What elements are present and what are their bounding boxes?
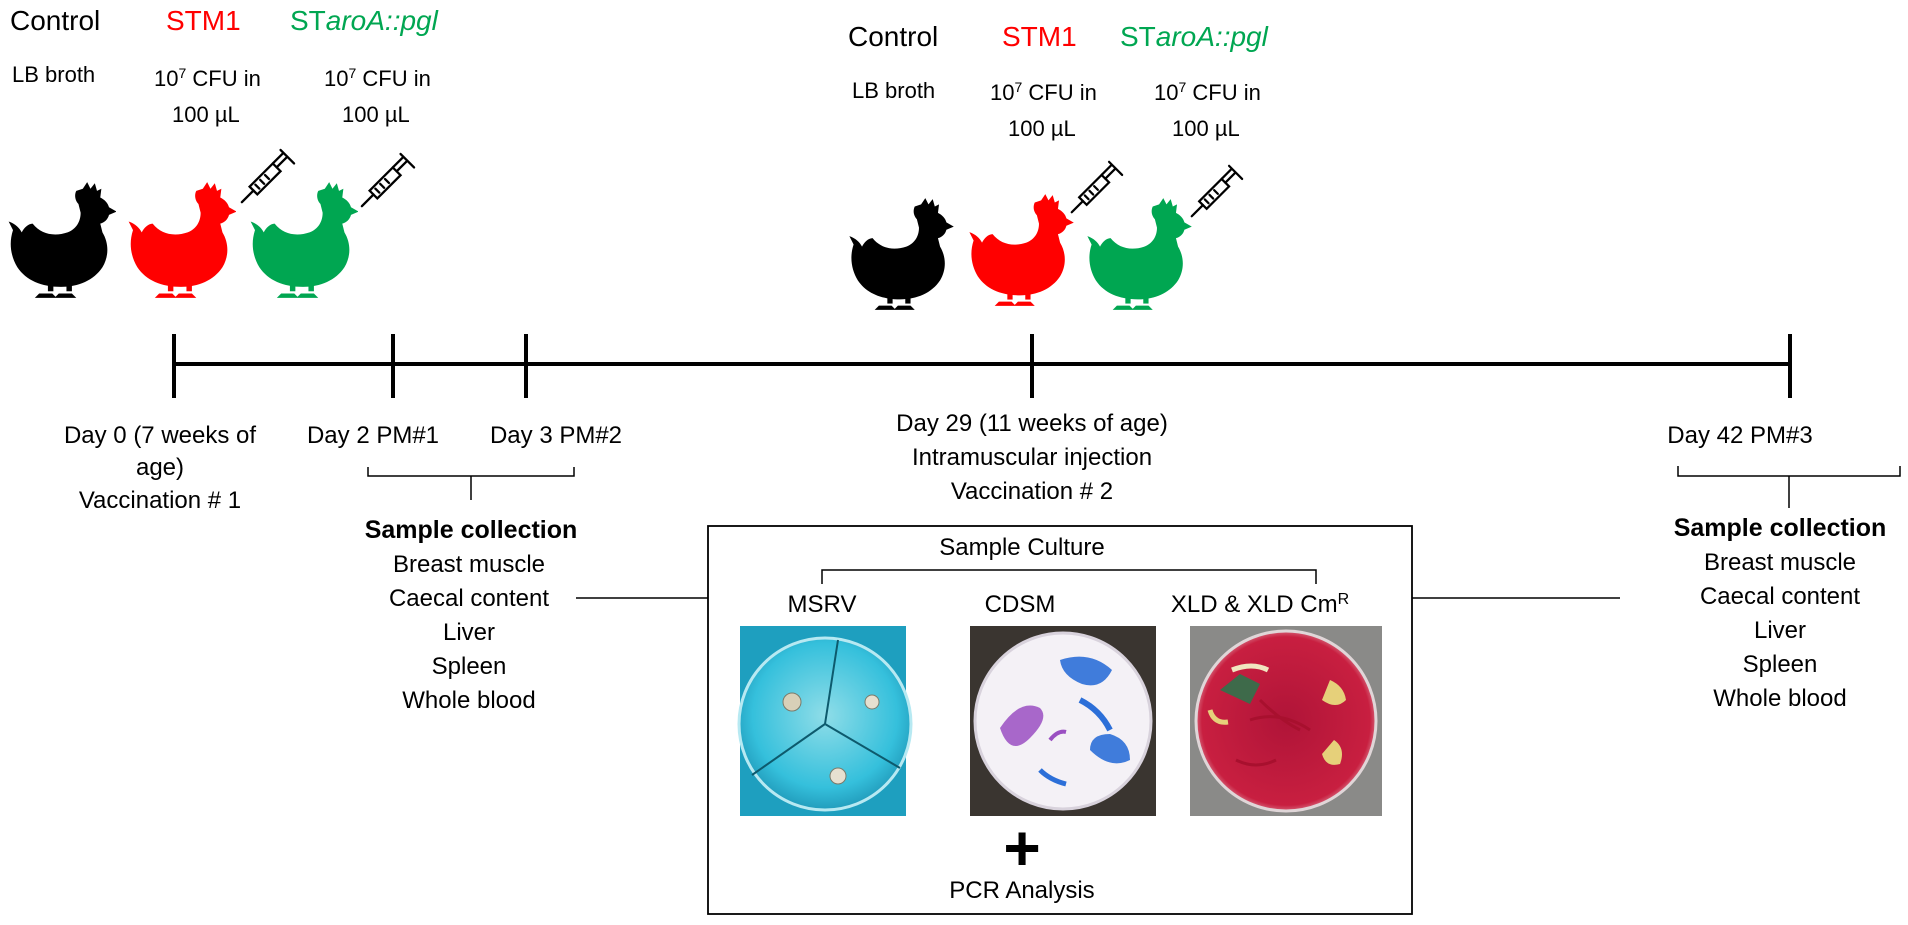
- day2-label: Day 2 PM#1: [307, 422, 439, 449]
- stm1-dose-line2-1: 100 µL: [172, 102, 240, 127]
- sample-collection-left: Sample collection Breast muscle Caecal c…: [365, 516, 578, 714]
- syringe-icon-2a: [1070, 160, 1124, 214]
- control-chicken-icon-1: [8, 182, 116, 298]
- sample-collection-right-title: Sample collection: [1674, 514, 1887, 542]
- aroa-dose-line1-2: 107 CFU in: [1154, 79, 1261, 105]
- stm1-dose-line2-2: 100 µL: [1008, 116, 1076, 141]
- day3-label: Day 3 PM#2: [490, 422, 622, 449]
- right-item-whole-blood: Whole blood: [1713, 685, 1846, 712]
- right-item-spleen: Spleen: [1743, 651, 1818, 678]
- culture-box-title: Sample Culture: [939, 534, 1104, 561]
- pcr-analysis-label: PCR Analysis: [949, 877, 1094, 904]
- left-item-whole-blood: Whole blood: [402, 687, 535, 714]
- left-item-caecal-content: Caecal content: [389, 585, 549, 612]
- aroa-dose-line1-1: 107 CFU in: [324, 65, 431, 91]
- day0-line3: Vaccination # 1: [79, 487, 241, 514]
- syringe-icon-1b: [360, 152, 416, 208]
- left-item-breast-muscle: Breast muscle: [393, 551, 545, 578]
- culture-box: [707, 525, 1413, 915]
- left-item-liver: Liver: [443, 619, 495, 646]
- left-item-spleen: Spleen: [432, 653, 507, 680]
- culture-bracket: [821, 569, 1317, 584]
- aroa-label-1: STaroA::pgl: [290, 5, 439, 36]
- day42-label: Day 42 PM#3: [1667, 422, 1812, 449]
- stm1-dose-line1-2: 107 CFU in: [990, 79, 1097, 105]
- aroa-label-2: STaroA::pgl: [1120, 21, 1269, 52]
- msrv-plate-image: [737, 626, 913, 816]
- msrv-label: MSRV: [788, 591, 857, 618]
- sample-collection-left-title: Sample collection: [365, 516, 578, 544]
- plus-sign: +: [1003, 812, 1040, 884]
- bracket-day2-day3: [367, 467, 575, 477]
- control-chicken-icon-2: [849, 198, 954, 310]
- stm1-label-2: STM1: [1002, 21, 1077, 52]
- stm1-chicken-icon-1: [128, 182, 236, 298]
- syringe-icon-1a: [240, 148, 296, 204]
- day0-line1: Day 0 (7 weeks of: [64, 422, 256, 449]
- right-item-caecal-content: Caecal content: [1700, 583, 1860, 610]
- aroa-dose-line2-2: 100 µL: [1172, 116, 1240, 141]
- timeline: [172, 334, 1792, 398]
- aroa-chicken-icon-1: [250, 182, 358, 298]
- aroa-chicken-icon-2: [1087, 198, 1192, 310]
- cdsm-label: CDSM: [985, 591, 1056, 618]
- control-label-1: Control: [10, 5, 100, 36]
- xld-plate-image: [1190, 626, 1382, 816]
- control-dose-2: LB broth: [852, 78, 935, 103]
- xld-label: XLD & XLD CmR: [1171, 591, 1349, 619]
- right-item-liver: Liver: [1754, 617, 1806, 644]
- syringe-icon-2b: [1190, 164, 1244, 218]
- control-dose-1: LB broth: [12, 62, 95, 87]
- day29-line2: Intramuscular injection: [912, 444, 1152, 471]
- sample-collection-right: Sample collection Breast muscle Caecal c…: [1674, 514, 1887, 712]
- bracket-day42: [1677, 466, 1901, 477]
- control-label-2: Control: [848, 21, 938, 52]
- cdsm-plate-image: [970, 626, 1156, 816]
- day0-line2: age): [136, 454, 184, 481]
- day29-line1: Day 29 (11 weeks of age): [896, 410, 1168, 437]
- aroa-dose-line2-1: 100 µL: [342, 102, 410, 127]
- stm1-label-1: STM1: [166, 5, 241, 36]
- stm1-chicken-icon-2: [969, 194, 1074, 306]
- stm1-dose-line1-1: 107 CFU in: [154, 65, 261, 91]
- right-item-breast-muscle: Breast muscle: [1704, 549, 1856, 576]
- day29-line3: Vaccination # 2: [951, 478, 1113, 505]
